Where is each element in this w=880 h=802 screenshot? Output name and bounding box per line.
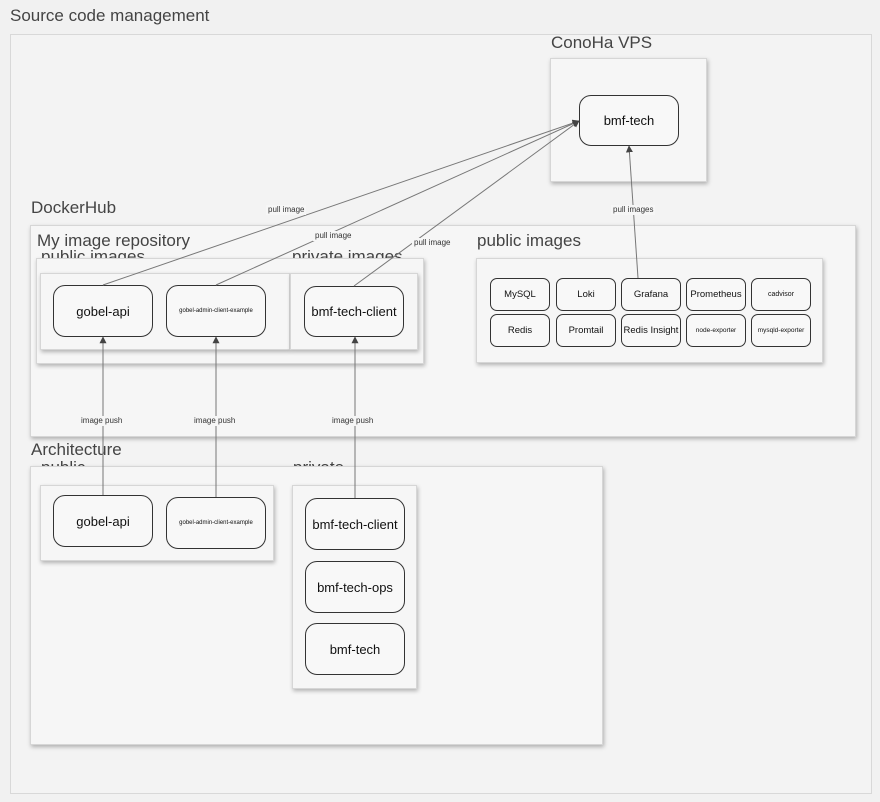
edge-label-pull-image-2: pull image (313, 231, 354, 241)
arch-gobel-admin-client-example-node[interactable]: gobel-admin-client-example (166, 497, 266, 549)
public-image-mysqld-exporter[interactable]: mysqld-exporter (751, 314, 811, 347)
public-image-cadvisor[interactable]: cadvisor (751, 278, 811, 311)
repo-gobel-api-node[interactable]: gobel-api (53, 285, 153, 337)
architecture-title: Architecture (31, 440, 122, 459)
arch-gobel-api-node[interactable]: gobel-api (53, 495, 153, 547)
public-image-loki[interactable]: Loki (556, 278, 616, 311)
repo-bmf-tech-client-node[interactable]: bmf-tech-client (304, 286, 404, 337)
repo-gobel-admin-client-example-node[interactable]: gobel-admin-client-example (166, 285, 266, 337)
conoha-vps-title: ConoHa VPS (551, 33, 653, 52)
arch-bmf-tech-ops-node[interactable]: bmf-tech-ops (305, 561, 405, 613)
public-image-redis[interactable]: Redis (490, 314, 550, 347)
edge-label-pull-image-1: pull image (266, 205, 307, 215)
edge-label-image-push-3: image push (330, 416, 376, 426)
edge-label-pull-images: pull images (611, 205, 656, 215)
dockerhub-title: DockerHub (31, 198, 117, 217)
arch-bmf-tech-node[interactable]: bmf-tech (305, 623, 405, 675)
edge-label-image-push-2: image push (192, 416, 238, 426)
public-image-node-exporter[interactable]: node-exporter (686, 314, 746, 347)
conoha-bmf-tech-node[interactable]: bmf-tech (579, 95, 679, 146)
public-image-redis-insight[interactable]: Redis Insight (621, 314, 681, 347)
arch-bmf-tech-client-node[interactable]: bmf-tech-client (305, 498, 405, 550)
public-image-mysql[interactable]: MySQL (490, 278, 550, 311)
diagram-title: Source code management (10, 6, 210, 25)
public-image-prometheus[interactable]: Prometheus (686, 278, 746, 311)
edge-label-image-push-1: image push (79, 416, 125, 426)
public-image-grafana[interactable]: Grafana (621, 278, 681, 311)
public-image-promtail[interactable]: Promtail (556, 314, 616, 347)
edge-label-pull-image-3: pull image (412, 238, 453, 248)
public-images-title: public images (477, 231, 581, 250)
